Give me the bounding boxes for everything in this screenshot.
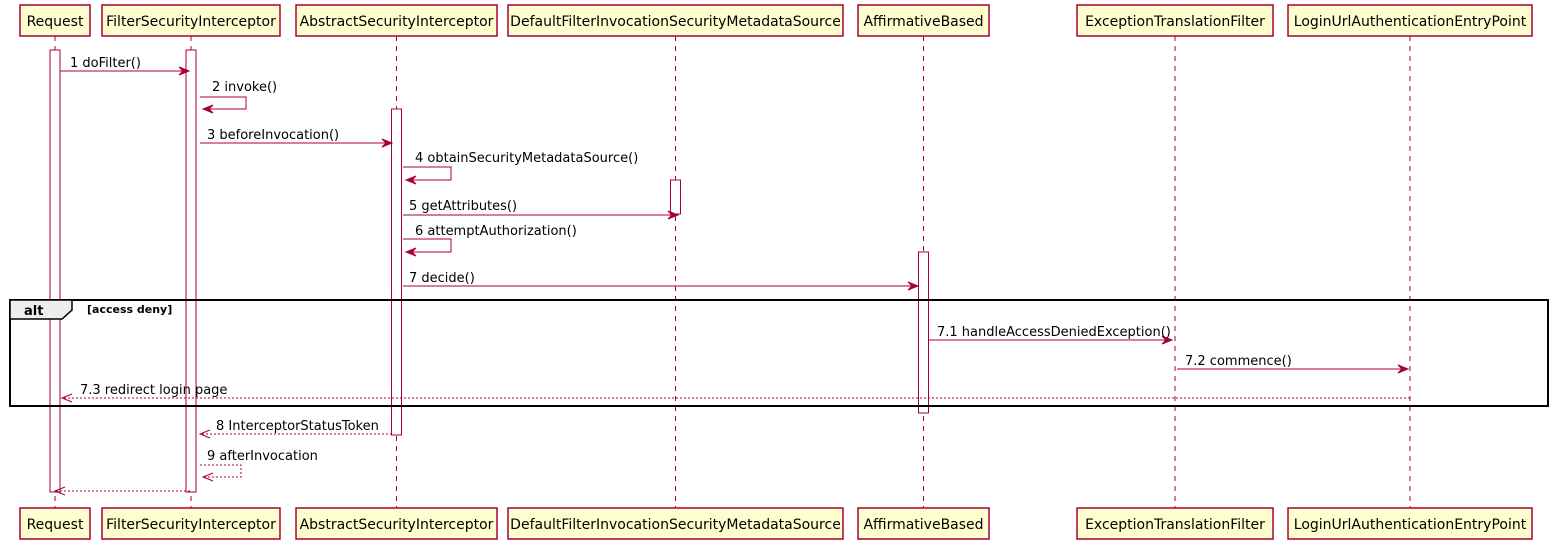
message-12-line (200, 464, 242, 478)
participant-label-dfisms-bottom: DefaultFilterInvocationSecurityMetadataS… (510, 517, 841, 533)
message-12-arrowhead (201, 472, 214, 482)
participant-label-request-top: Request (27, 14, 84, 30)
message-9-arrowhead (1397, 364, 1410, 374)
participant-box-etf-bottom (1076, 507, 1274, 540)
participant-box-request-top (19, 4, 91, 37)
participants: RequestRequestFilterSecurityInterceptorF… (19, 4, 1533, 540)
message-11-arrowhead (198, 429, 211, 439)
message-12-label: 9 afterInvocation (207, 449, 318, 464)
participant-box-asi-top (295, 4, 498, 37)
activation-dfisms (670, 179, 681, 215)
participant-box-fsi-top (101, 4, 281, 37)
participant-label-etf-bottom: ExceptionTranslationFilter (1085, 517, 1265, 533)
message-6-line (403, 238, 452, 253)
message-3-label: 3 beforeInvocation() (207, 128, 339, 143)
message-4-arrowhead (404, 175, 417, 185)
participant-box-dfisms-bottom (507, 507, 844, 540)
alt-fragment-tab (9, 299, 73, 320)
participant-label-request-bottom: Request (27, 517, 84, 533)
participant-box-luaep-bottom (1287, 507, 1533, 540)
activation-bars (49, 49, 929, 493)
message-8-arrowhead (1161, 335, 1174, 345)
message-5-arrowhead (667, 210, 680, 220)
message-6-label: 6 attemptAuthorization() (415, 224, 577, 239)
message-10-arrowhead (60, 393, 73, 403)
message-4-line (403, 166, 452, 181)
alt-fragment: alt [access deny] (9, 299, 1549, 407)
lifelines (54, 36, 1411, 508)
participant-label-asi-bottom: AbstractSecurityInterceptor (300, 517, 494, 533)
alt-fragment-kind: alt (24, 304, 43, 319)
participant-box-etf-top (1076, 4, 1274, 37)
message-11-label: 8 InterceptorStatusToken (216, 419, 379, 434)
participant-label-asi-top: AbstractSecurityInterceptor (300, 14, 494, 30)
participant-label-luaep-bottom: LoginUrlAuthenticationEntryPoint (1294, 517, 1527, 533)
message-1-arrowhead (178, 66, 191, 76)
participant-label-dfisms-top: DefaultFilterInvocationSecurityMetadataS… (510, 14, 841, 30)
participant-label-etf-top: ExceptionTranslationFilter (1085, 14, 1265, 30)
participant-box-luaep-top (1287, 4, 1533, 37)
participant-box-fsi-bottom (101, 507, 281, 540)
message-2-arrowhead (201, 104, 214, 114)
message-8-label: 7.1 handleAccessDeniedException() (937, 325, 1171, 340)
message-3-arrowhead (381, 138, 394, 148)
message-2-label: 2 invoke() (212, 80, 277, 95)
message-1-label: 1 doFilter() (70, 56, 141, 71)
alt-fragment-border (9, 299, 1549, 407)
message-2-line (200, 96, 247, 110)
activation-ab (918, 251, 929, 414)
participant-box-request-bottom (19, 507, 91, 540)
messages: 1 doFilter() 2 invoke() 3 beforeInvocation… (53, 56, 1410, 496)
activation-asi (391, 108, 402, 436)
participant-box-asi-bottom (295, 507, 498, 540)
activation-request (49, 49, 61, 493)
participant-label-ab-top: AffirmativeBased (863, 14, 983, 30)
message-7-arrowhead (907, 281, 920, 291)
message-5-label: 5 getAttributes() (409, 199, 517, 214)
participant-box-ab-top (857, 4, 990, 37)
activation-fsi (185, 49, 197, 493)
message-7-label: 7 decide() (409, 271, 475, 286)
participant-label-fsi-top: FilterSecurityInterceptor (106, 14, 276, 30)
alt-fragment-guard: [access deny] (87, 303, 172, 316)
participant-box-dfisms-top (507, 4, 844, 37)
message-4-label: 4 obtainSecurityMetadataSource() (415, 151, 638, 166)
participant-label-fsi-bottom: FilterSecurityInterceptor (106, 517, 276, 533)
participant-box-ab-bottom (857, 507, 990, 540)
message-6-arrowhead (404, 247, 417, 257)
participant-label-ab-bottom: AffirmativeBased (863, 517, 983, 533)
message-10-label: 7.3 redirect login page (80, 383, 227, 398)
message-9-label: 7.2 commence() (1185, 354, 1292, 369)
participant-label-luaep-top: LoginUrlAuthenticationEntryPoint (1294, 14, 1527, 30)
message-13-arrowhead (53, 486, 66, 496)
